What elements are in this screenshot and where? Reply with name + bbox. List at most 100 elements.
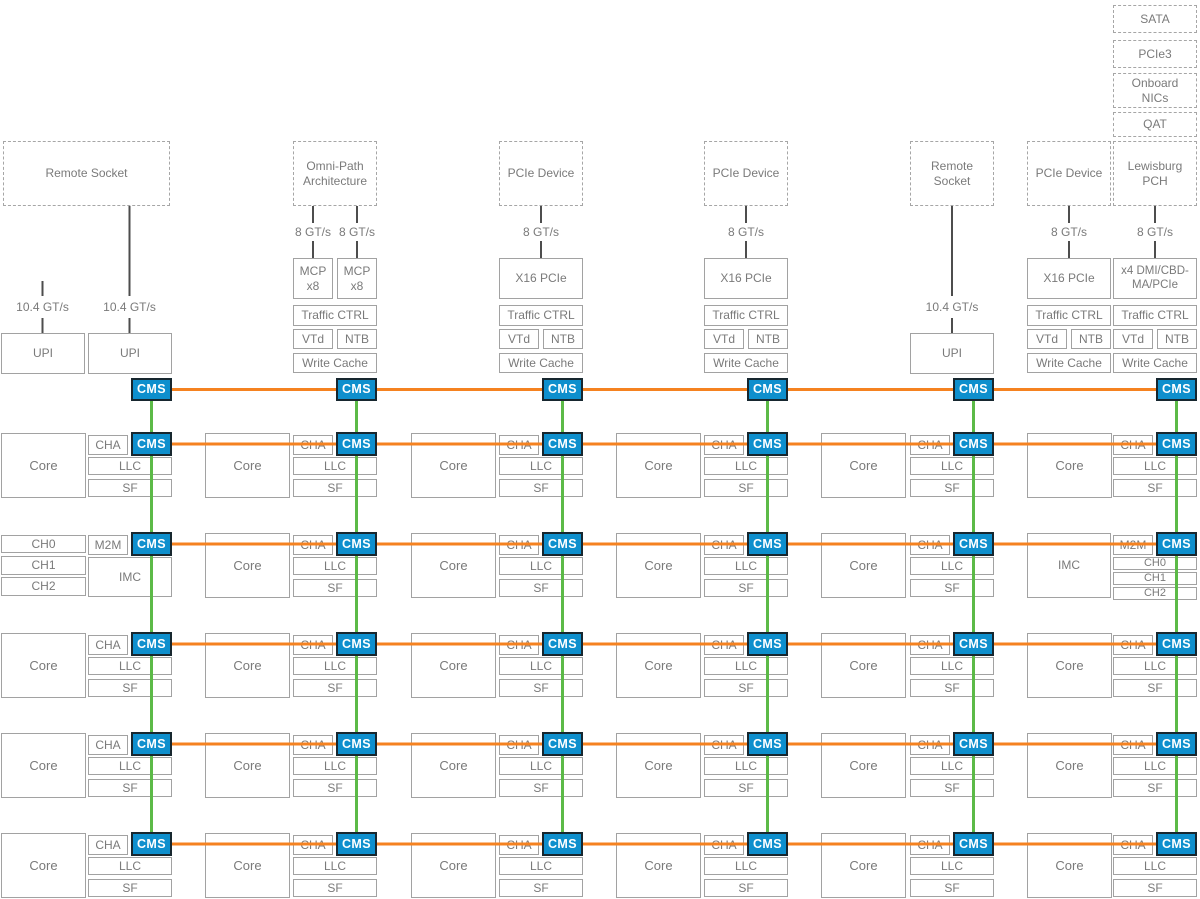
sf-box: SF xyxy=(88,679,172,697)
cms-node: CMS xyxy=(953,732,994,756)
cms-node: CMS xyxy=(747,732,788,756)
m2m-box: M2M xyxy=(1113,535,1153,555)
write-cache-box: Write Cache xyxy=(293,353,377,373)
sf-box: SF xyxy=(704,579,788,597)
write-cache-box: Write Cache xyxy=(499,353,583,373)
llc-box: LLC xyxy=(293,857,377,875)
cms-node: CMS xyxy=(953,632,994,656)
sf-box: SF xyxy=(499,479,583,497)
remote-socket-box: Remote Socket xyxy=(910,141,994,206)
cms-node: CMS xyxy=(1156,378,1197,401)
cms-node: CMS xyxy=(336,432,377,456)
core-box: Core xyxy=(411,733,496,798)
qat-box: QAT xyxy=(1113,112,1197,137)
upi-box: UPI xyxy=(910,333,994,374)
llc-box: LLC xyxy=(910,457,994,475)
link-speed-label: 8 GT/s xyxy=(1136,225,1173,239)
traffic-ctrl-box: Traffic CTRL xyxy=(704,305,788,326)
cha-box: CHA xyxy=(1113,435,1153,455)
sf-box: SF xyxy=(499,879,583,897)
sf-box: SF xyxy=(910,779,994,797)
traffic-ctrl-box: Traffic CTRL xyxy=(499,305,583,326)
cms-node: CMS xyxy=(953,432,994,456)
link-speed-label: 10.4 GT/s xyxy=(925,300,979,314)
cha-box: CHA xyxy=(910,835,950,855)
sf-box: SF xyxy=(704,679,788,697)
llc-box: LLC xyxy=(1113,857,1197,875)
llc-box: LLC xyxy=(293,457,377,475)
ch1-box: CH1 xyxy=(1,556,86,575)
sf-box: SF xyxy=(88,479,172,497)
cha-box: CHA xyxy=(293,535,333,555)
cha-box: CHA xyxy=(499,435,539,455)
x16-pcie-box: X16 PCIe xyxy=(499,258,583,299)
link-speed-label: 8 GT/s xyxy=(522,225,559,239)
cms-node: CMS xyxy=(747,832,788,856)
cha-box: CHA xyxy=(499,635,539,655)
pcie3-box: PCIe3 xyxy=(1113,40,1197,68)
cha-box: CHA xyxy=(704,535,744,555)
cms-node: CMS xyxy=(131,432,172,456)
cha-box: CHA xyxy=(499,835,539,855)
ntb-box: NTB xyxy=(1157,329,1197,349)
core-box: Core xyxy=(411,633,496,698)
core-box: Core xyxy=(1,433,86,498)
llc-box: LLC xyxy=(88,857,172,875)
cms-node: CMS xyxy=(1156,732,1197,756)
cha-box: CHA xyxy=(910,535,950,555)
sf-box: SF xyxy=(499,679,583,697)
cms-node: CMS xyxy=(747,378,788,401)
llc-box: LLC xyxy=(499,657,583,675)
sf-box: SF xyxy=(704,779,788,797)
llc-box: LLC xyxy=(88,657,172,675)
llc-box: LLC xyxy=(499,457,583,475)
cms-node: CMS xyxy=(1156,632,1197,656)
cms-node: CMS xyxy=(542,832,583,856)
llc-box: LLC xyxy=(704,457,788,475)
core-box: Core xyxy=(1,633,86,698)
cms-node: CMS xyxy=(336,632,377,656)
vtd-box: VTd xyxy=(1027,329,1067,349)
cha-box: CHA xyxy=(704,435,744,455)
write-cache-box: Write Cache xyxy=(1113,353,1197,373)
write-cache-box: Write Cache xyxy=(704,353,788,373)
vtd-box: VTd xyxy=(293,329,333,349)
llc-box: LLC xyxy=(499,557,583,575)
cms-node: CMS xyxy=(336,732,377,756)
ch1-box: CH1 xyxy=(1113,572,1197,585)
sf-box: SF xyxy=(499,779,583,797)
llc-box: LLC xyxy=(910,657,994,675)
llc-box: LLC xyxy=(1113,757,1197,775)
link-speed-label: 8 GT/s xyxy=(727,225,764,239)
pcie-device-box: PCIe Device xyxy=(704,141,788,206)
lewisburg-pch-box: Lewisburg PCH xyxy=(1113,141,1197,206)
cha-box: CHA xyxy=(704,735,744,755)
cms-node: CMS xyxy=(336,378,377,401)
core-box: Core xyxy=(1,833,86,898)
core-box: Core xyxy=(411,533,496,598)
llc-box: LLC xyxy=(1113,657,1197,675)
core-box: Core xyxy=(411,833,496,898)
sf-box: SF xyxy=(910,579,994,597)
llc-box: LLC xyxy=(704,657,788,675)
core-box: Core xyxy=(205,433,290,498)
cms-node: CMS xyxy=(953,532,994,556)
upi-box: UPI xyxy=(1,333,85,374)
cha-box: CHA xyxy=(910,435,950,455)
llc-box: LLC xyxy=(704,557,788,575)
cms-node: CMS xyxy=(542,378,583,401)
cms-node: CMS xyxy=(131,532,172,556)
core-box: Core xyxy=(616,533,701,598)
ch0-box: CH0 xyxy=(1,535,86,553)
llc-box: LLC xyxy=(1113,457,1197,475)
llc-box: LLC xyxy=(293,557,377,575)
core-box: Core xyxy=(1027,433,1112,498)
link-speed-label: 8 GT/s xyxy=(1050,225,1087,239)
sf-box: SF xyxy=(1113,779,1197,797)
llc-box: LLC xyxy=(88,757,172,775)
core-box: Core xyxy=(821,633,906,698)
core-box: Core xyxy=(205,833,290,898)
cms-node: CMS xyxy=(131,832,172,856)
cms-node: CMS xyxy=(1156,432,1197,456)
cha-box: CHA xyxy=(293,735,333,755)
